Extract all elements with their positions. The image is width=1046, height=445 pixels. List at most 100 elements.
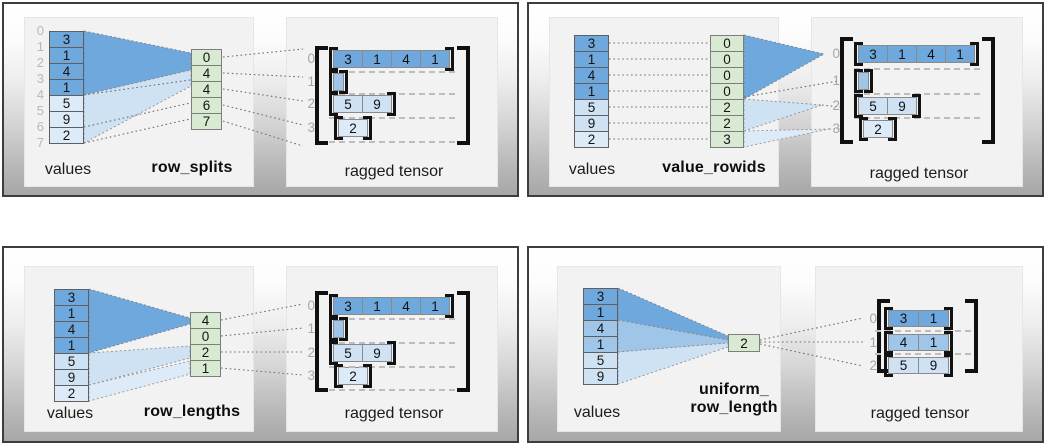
- inner-bracket-left: [329, 70, 338, 94]
- row-separator: [329, 71, 455, 73]
- value-cell: 1: [583, 336, 618, 353]
- connector-dotted-line: [220, 303, 304, 321]
- inner-bracket-right: [944, 354, 953, 377]
- inner-bracket-left: [884, 307, 893, 330]
- connector-dotted-line: [83, 79, 191, 96]
- connector-dotted-line: [222, 88, 304, 102]
- row-separator: [854, 117, 980, 119]
- values-label: values: [573, 404, 621, 421]
- value-cell: 1: [49, 79, 84, 96]
- outer-bracket-right: [982, 37, 995, 144]
- connector-dotted-line: [220, 327, 304, 337]
- tensor-row-label: 2: [832, 98, 840, 113]
- encoding-cell: 2: [190, 344, 221, 361]
- tensor-cell: 2: [338, 367, 368, 385]
- outer-bracket-right: [457, 291, 470, 392]
- tensor-row-label: 1: [307, 74, 315, 89]
- tensor-row-label: 1: [832, 73, 840, 88]
- encoding-cell: 4: [191, 65, 222, 82]
- tensor-cell: 1: [420, 50, 450, 68]
- row-separator: [875, 353, 971, 355]
- tensor-subpanel: [286, 17, 498, 187]
- encoding-cell: 4: [190, 312, 221, 329]
- tensor-row: [329, 70, 348, 94]
- tensor-cell: 1: [945, 45, 975, 63]
- tensor-row-label: 3: [307, 368, 315, 383]
- row-separator: [329, 366, 455, 368]
- connector-dotted-line: [222, 104, 304, 126]
- tensor-row-label: 0: [832, 46, 840, 61]
- inner-bracket-right: [445, 294, 454, 318]
- funnel-shape: [83, 30, 192, 96]
- outer-bracket-left: [840, 37, 853, 144]
- encoding-cell: 6: [191, 97, 222, 114]
- tensor-row-label: 0: [307, 51, 315, 66]
- inner-bracket-right: [445, 47, 454, 71]
- inner-bracket-right: [363, 116, 372, 140]
- value-index-label: 3: [36, 71, 44, 86]
- encoding-label: row_splits: [151, 159, 233, 176]
- funnel-shape: [88, 288, 191, 354]
- tensor-cell: 1: [918, 334, 949, 351]
- tensor-row-label: 2: [307, 96, 315, 111]
- value-cell: 2: [49, 127, 84, 144]
- encoding-label: value_rowids: [662, 159, 766, 176]
- value-cell: 4: [583, 320, 618, 337]
- encoding-cell: 4: [191, 81, 222, 98]
- tensor-row-label: 0: [307, 298, 315, 313]
- inner-bracket-right: [944, 331, 953, 354]
- tensor-row: 2: [334, 116, 372, 140]
- value-index-label: 0: [36, 23, 44, 38]
- inner-bracket-right: [387, 92, 396, 116]
- inner-bracket-left: [884, 331, 893, 354]
- row-separator: [329, 117, 455, 119]
- encoding-cell: 7: [191, 113, 222, 130]
- inner-bracket-right: [339, 70, 348, 94]
- tensor-row-label: 0: [869, 310, 877, 326]
- value-cell: 1: [583, 304, 618, 321]
- row-separator: [875, 330, 971, 332]
- inner-bracket-right: [864, 69, 873, 93]
- value-cell: 1: [574, 51, 609, 68]
- tensor-label: ragged tensor: [344, 163, 444, 180]
- value-cell: 3: [583, 288, 618, 305]
- tensor-cell: 1: [887, 45, 917, 63]
- inner-bracket-right: [363, 364, 372, 388]
- tensor-row-label: 2: [307, 345, 315, 360]
- value-cell: 2: [54, 385, 89, 402]
- tensor-row-label: 3: [832, 121, 840, 136]
- connector-dotted-line: [222, 120, 304, 147]
- encoding-cell: 1: [190, 360, 221, 377]
- empty-cell: [333, 73, 344, 91]
- encoding-cell: 2: [710, 99, 744, 116]
- tensor-cell: 4: [916, 45, 946, 63]
- value-index-label: 7: [36, 135, 44, 150]
- connector-dotted-line: [743, 80, 839, 98]
- inner-bracket-left: [329, 317, 338, 341]
- outer-bracket-left: [877, 299, 890, 373]
- value-cell: 4: [54, 321, 89, 338]
- tensor-cell: 9: [362, 344, 392, 362]
- tensor-row-label: 1: [307, 321, 315, 336]
- inner-bracket-right: [387, 341, 396, 365]
- inner-bracket-left: [854, 42, 863, 66]
- value-index-label: 4: [36, 87, 44, 102]
- tensor-cell: 9: [362, 95, 392, 113]
- inner-bracket-right: [912, 94, 921, 118]
- tensor-label: ragged tensor: [869, 165, 969, 182]
- tensor-cell: 2: [338, 119, 368, 137]
- row-separator: [329, 389, 455, 391]
- row-separator: [854, 68, 980, 70]
- tensor-row: 2: [859, 117, 897, 141]
- funnel-shape: [88, 345, 191, 386]
